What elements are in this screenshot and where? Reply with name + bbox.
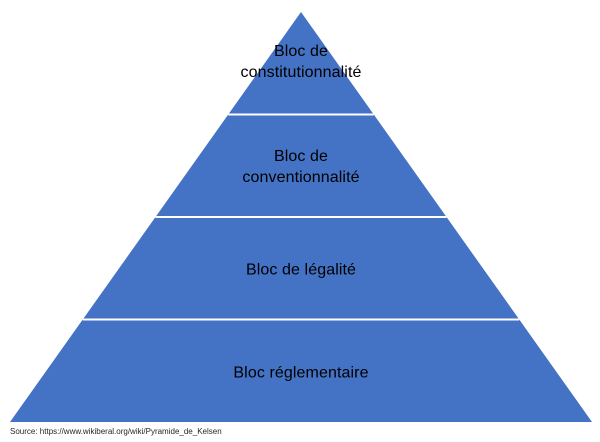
- source-caption: Source: https://www.wikiberal.org/wiki/P…: [10, 427, 222, 436]
- pyramid-level-2-label: Bloc de conventionnalité: [242, 148, 360, 186]
- pyramid-level-4-label: Bloc réglementaire: [233, 364, 369, 382]
- pyramid-level-3-label: Bloc de légalité: [245, 261, 357, 279]
- pyramid-level-1-label: Bloc de constitutionnalité: [240, 43, 362, 81]
